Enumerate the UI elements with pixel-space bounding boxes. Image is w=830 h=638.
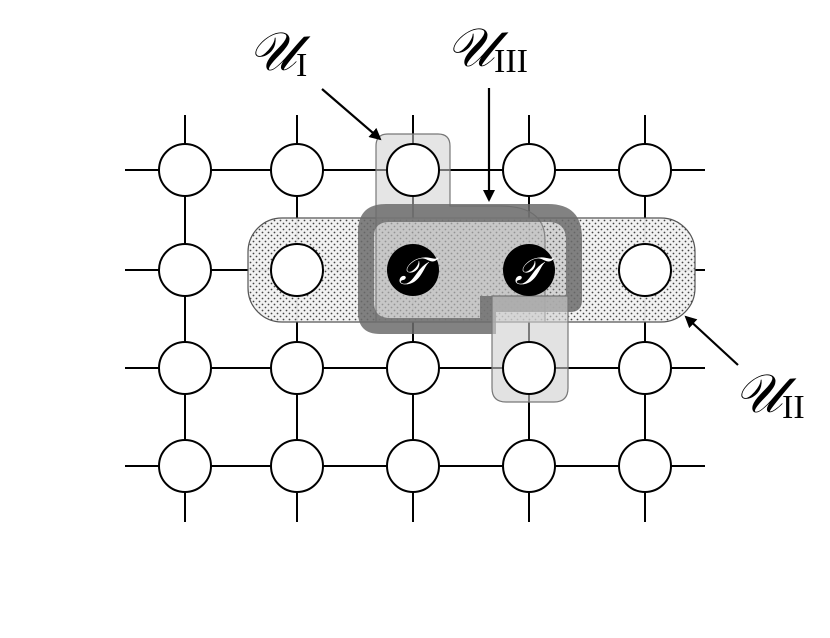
arrow-u-i — [321, 88, 382, 141]
svg-text:I: I — [296, 47, 307, 84]
node — [158, 341, 212, 395]
arrow-u-ii — [684, 315, 739, 366]
node — [618, 341, 672, 395]
t-node-right — [503, 244, 555, 296]
arrows — [321, 88, 739, 366]
svg-text:II: II — [782, 389, 805, 426]
node — [502, 143, 556, 197]
node — [502, 439, 556, 493]
label-u-ii: 𝒰 II — [734, 362, 805, 426]
node — [502, 341, 556, 395]
node — [158, 243, 212, 297]
label-u-i: 𝒰 I — [248, 20, 311, 84]
label-u-iii: 𝒰 III — [446, 16, 528, 80]
node — [158, 439, 212, 493]
node — [158, 143, 212, 197]
node — [618, 439, 672, 493]
node — [618, 143, 672, 197]
t-node-left — [387, 244, 439, 296]
node — [270, 243, 324, 297]
lattice-nodes — [158, 143, 672, 493]
svg-text:III: III — [494, 43, 528, 80]
node — [386, 341, 440, 395]
node — [270, 341, 324, 395]
node — [386, 439, 440, 493]
node — [270, 143, 324, 197]
node — [386, 143, 440, 197]
node — [270, 439, 324, 493]
node — [618, 243, 672, 297]
